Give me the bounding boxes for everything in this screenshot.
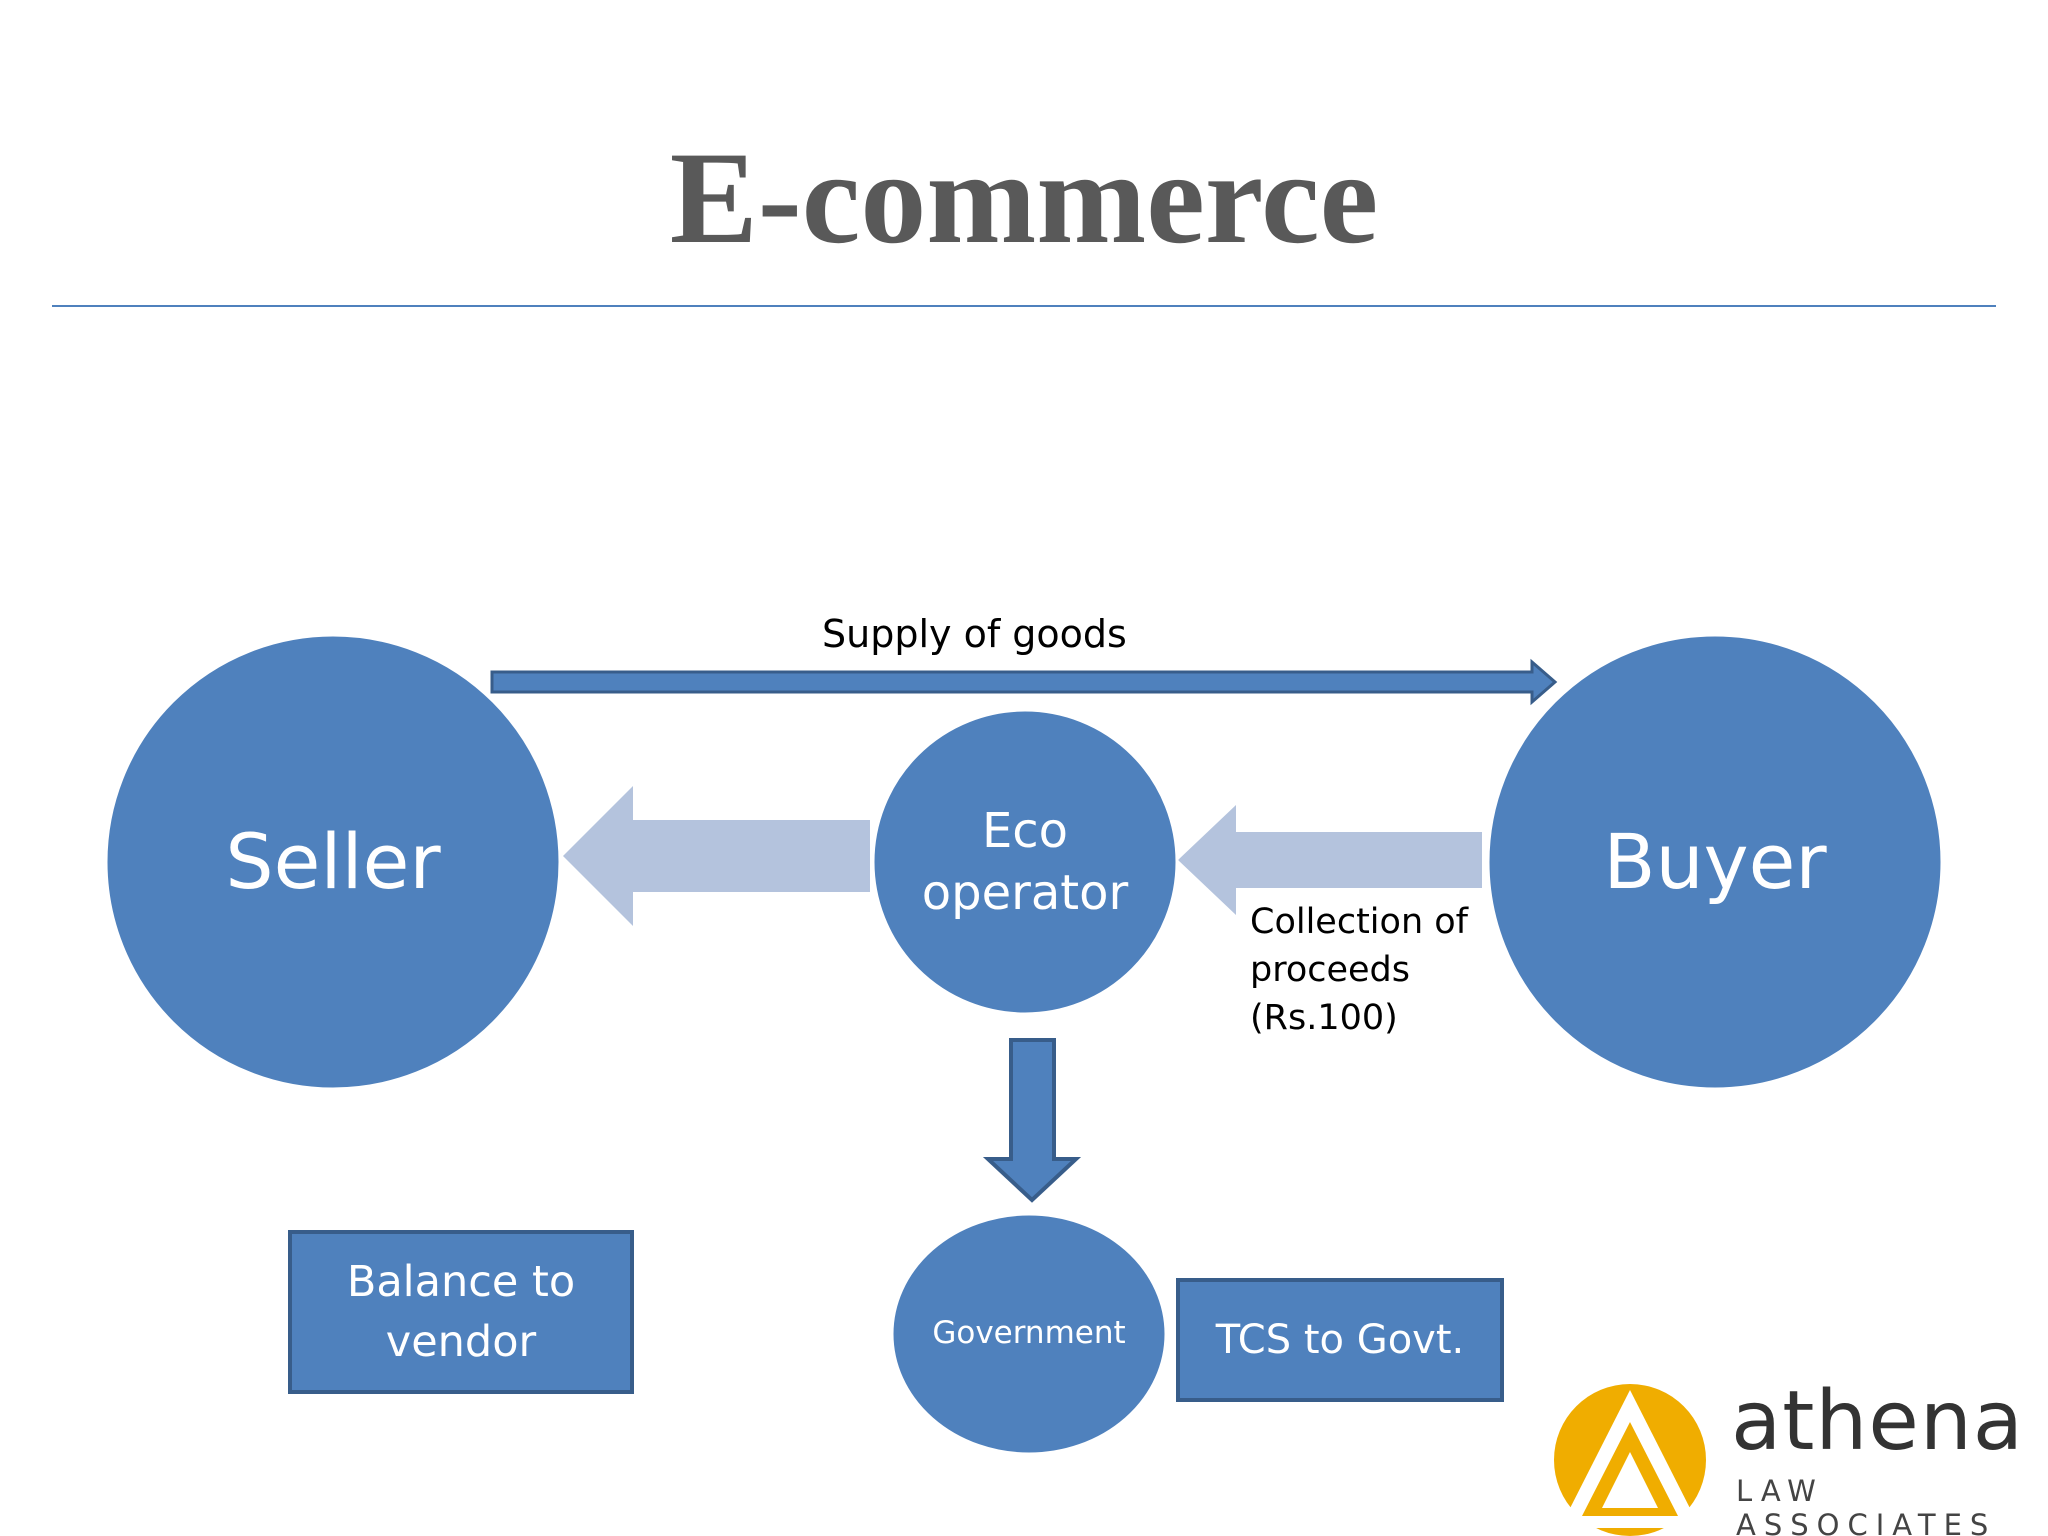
athena-emblem-icon <box>1554 1384 1706 1536</box>
collection-arrow <box>1178 805 1482 915</box>
slide-title: E-commerce <box>669 124 1379 271</box>
eco-operator-label: Eco operator <box>921 803 1129 921</box>
tcs-to-govt-box: TCS to Govt. <box>1176 1278 1504 1402</box>
logo-wordmark: athena <box>1731 1374 2025 1469</box>
athena-logo: athena LAW ASSOCIATES <box>1550 1374 2048 1536</box>
title-divider <box>52 305 1996 307</box>
collection-of-proceeds-label: Collection of proceeds (Rs.100) <box>1250 902 1468 1038</box>
government-label: Government <box>932 1315 1126 1351</box>
supply-of-goods-label: Supply of goods <box>822 612 1127 656</box>
supply-arrow <box>490 658 1558 706</box>
government-node <box>890 1212 1168 1456</box>
balance-to-vendor-box: Balance to vendor <box>288 1230 634 1394</box>
seller-label: Seller <box>225 817 441 906</box>
buyer-node <box>1486 633 1944 1091</box>
seller-node <box>104 633 562 1091</box>
eco-operator-node <box>871 708 1179 1016</box>
buyer-label: Buyer <box>1603 817 1827 906</box>
logo-subtitle: LAW ASSOCIATES <box>1736 1474 1997 1536</box>
down-arrow <box>982 1038 1082 1203</box>
payout-arrow <box>563 786 870 926</box>
